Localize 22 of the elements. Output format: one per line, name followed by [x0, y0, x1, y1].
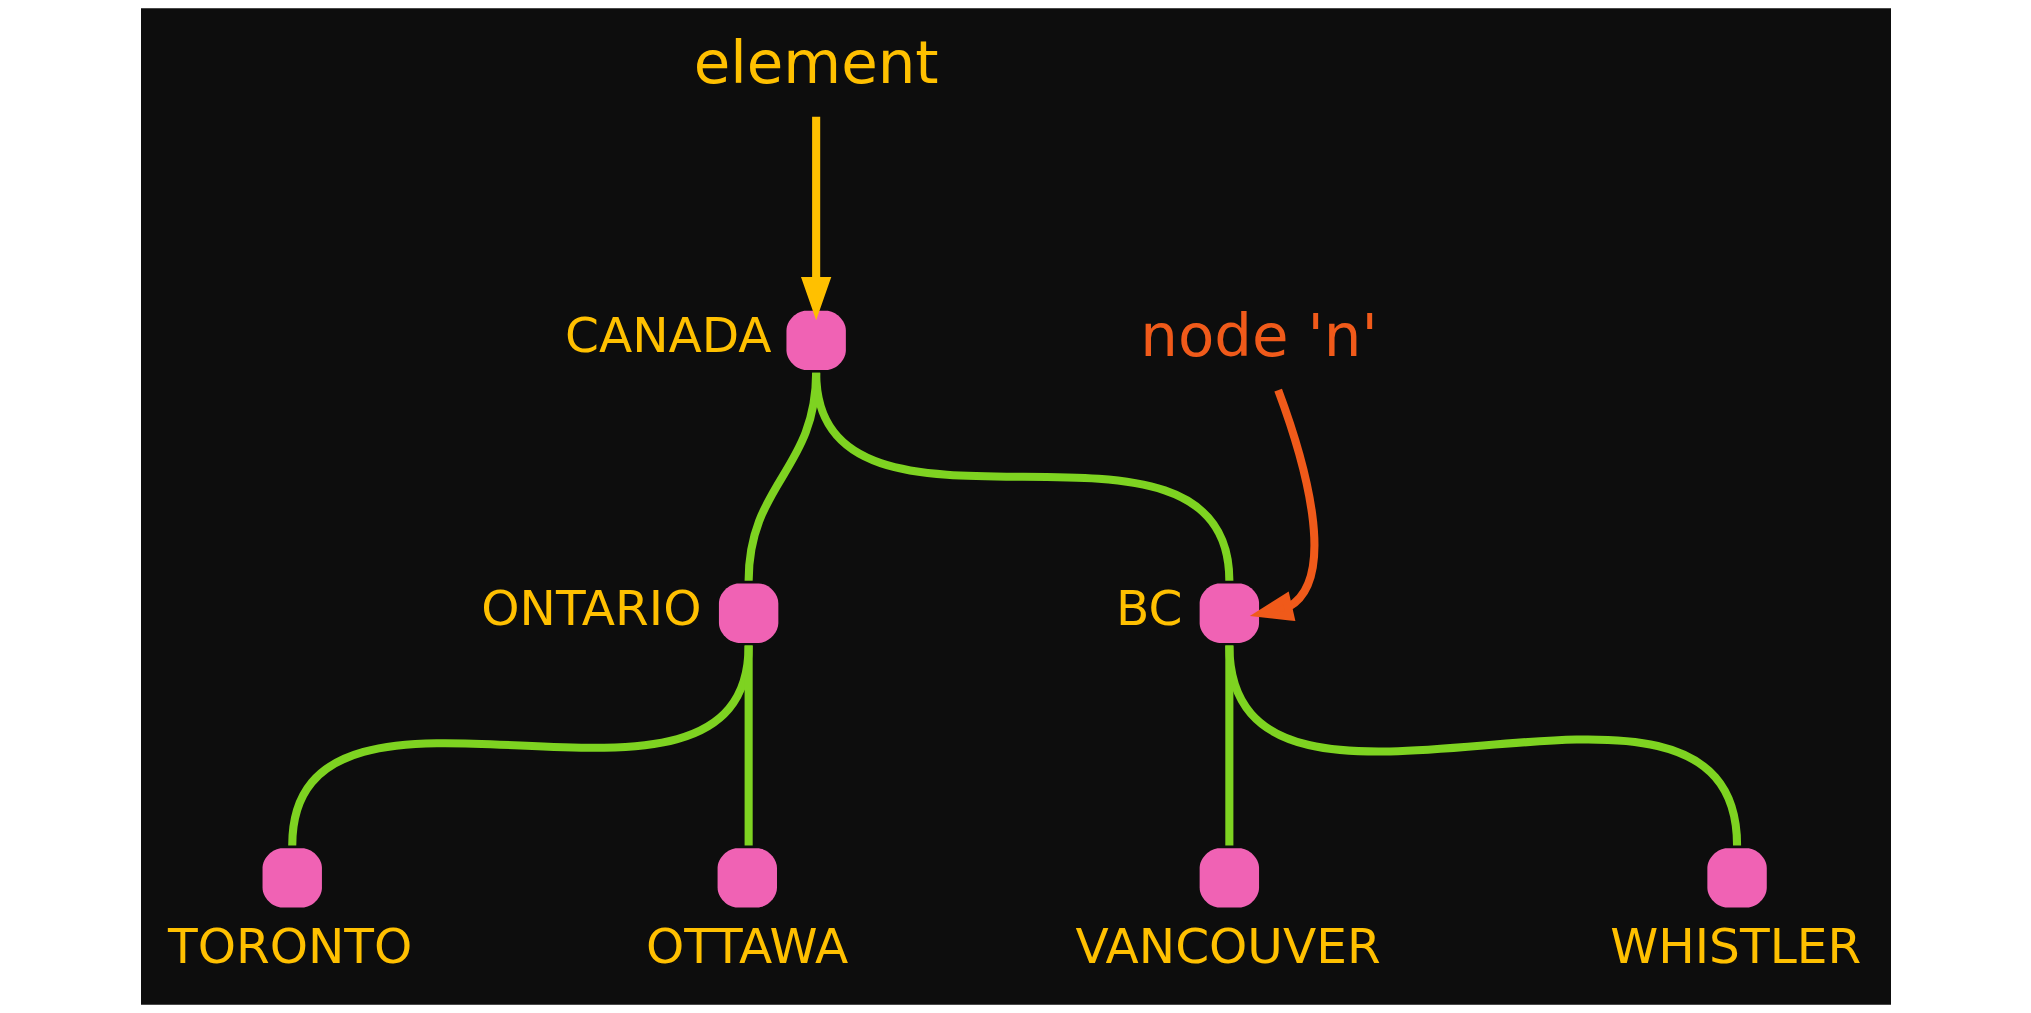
node-text: node 'n' [1139, 300, 1378, 370]
node-circle [717, 848, 777, 908]
connector [287, 644, 753, 847]
node-label: VANCOUVER [1074, 917, 1381, 974]
node-label: ONTARIO [480, 580, 701, 637]
node-circle [718, 583, 778, 643]
node-circle [1706, 848, 1767, 908]
node-text: element [693, 27, 939, 97]
connector [811, 372, 1233, 582]
node-label: CANADA [564, 307, 772, 364]
arrow [1249, 388, 1318, 622]
node-circle [262, 848, 322, 908]
node-label: WHISTLER [1609, 917, 1861, 974]
node-label: TORONTO [167, 917, 412, 974]
connector [1224, 644, 1741, 847]
node-circle [1199, 583, 1259, 643]
arrow [800, 116, 831, 321]
node-circle [1199, 848, 1259, 908]
node-label: BC [1115, 580, 1182, 637]
connector [744, 645, 753, 846]
node-label: OTTAWA [645, 917, 848, 974]
node-circle [785, 310, 846, 371]
